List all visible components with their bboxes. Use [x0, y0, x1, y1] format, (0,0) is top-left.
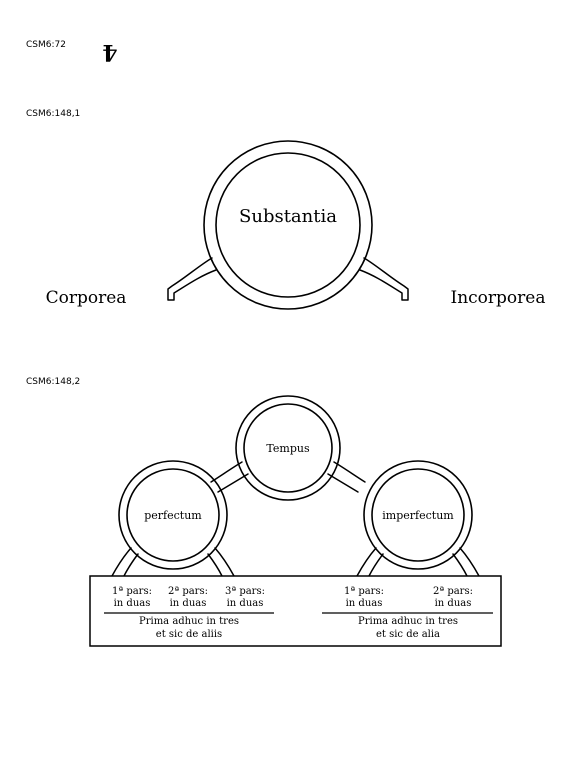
left-col1-line1: 1ª pars:	[112, 586, 152, 597]
right-col2-line1: 2ª pars:	[433, 586, 473, 597]
division-box	[89, 575, 502, 647]
right-note-line2: et sic de alia	[376, 629, 440, 640]
rotated-glyph: 4	[102, 39, 117, 65]
substantia-left-arm	[167, 257, 217, 301]
reference-label-1: CSM6:72	[26, 40, 66, 50]
connector-left-outer	[210, 461, 243, 483]
right-note-line1: Prima adhuc in tres	[358, 616, 458, 627]
reference-label-3: CSM6:148,2	[26, 377, 81, 387]
perfectum-label: perfectum	[144, 509, 202, 522]
left-col3-line2: in duas	[227, 598, 264, 609]
perfectum-inner-ring	[126, 468, 220, 562]
connector-right-inner	[327, 473, 359, 493]
right-col2-line2: in duas	[435, 598, 472, 609]
substantia-inner-ring	[215, 152, 361, 298]
right-col1-line1: 1ª pars:	[344, 586, 384, 597]
connector-left-inner	[217, 473, 249, 493]
substantia-outer-ring	[203, 140, 373, 310]
perfectum-outer-ring	[118, 460, 228, 570]
left-col2-line2: in duas	[170, 598, 207, 609]
left-col2-line1: 2ª pars:	[168, 586, 208, 597]
left-col1-line2: in duas	[114, 598, 151, 609]
incorporea-label: Incorporea	[451, 288, 546, 308]
imperfectum-label: imperfectum	[382, 509, 454, 522]
substantia-diagram: Substantia Corporea Incorporea	[46, 140, 546, 310]
connector-right-outer	[333, 461, 366, 483]
imperfectum-inner-ring	[371, 468, 465, 562]
left-note-line2: et sic de aliis	[156, 629, 222, 640]
tempus-inner-ring	[243, 403, 333, 493]
tempus-label: Tempus	[266, 442, 310, 455]
reference-label-2: CSM6:148,1	[26, 109, 81, 119]
perfectum-left-leg-outer	[111, 547, 132, 577]
left-col3-line1: 3ª pars:	[225, 586, 265, 597]
substantia-label: Substantia	[239, 206, 337, 227]
perfectum-right-leg-inner	[207, 553, 223, 577]
imperfectum-right-leg-outer	[459, 547, 480, 577]
left-note-line1: Prima adhuc in tres	[139, 616, 239, 627]
tempus-outer-ring	[235, 395, 341, 501]
imperfectum-left-leg-inner	[368, 553, 384, 577]
imperfectum-left-leg-outer	[356, 547, 377, 577]
corporea-label: Corporea	[46, 288, 127, 308]
imperfectum-outer-ring	[363, 460, 473, 570]
tempus-diagram: Tempus perfectum imperfectum 1ª pars: in…	[89, 395, 502, 647]
perfectum-right-leg-outer	[214, 547, 235, 577]
substantia-right-arm	[359, 257, 409, 301]
imperfectum-right-leg-inner	[452, 553, 468, 577]
perfectum-left-leg-inner	[123, 553, 139, 577]
right-col1-line2: in duas	[346, 598, 383, 609]
